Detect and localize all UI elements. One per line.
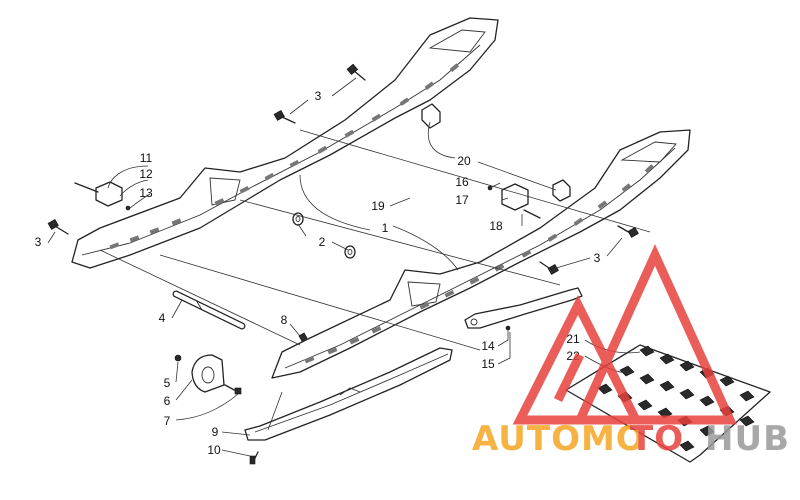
bolt-3-left-top — [273, 109, 296, 124]
screw-10 — [249, 451, 259, 465]
spacer-20-b — [552, 179, 571, 202]
callout-13: 13 — [139, 186, 153, 200]
bolt-3-right-a — [617, 225, 639, 238]
callout-16: 16 — [455, 175, 469, 189]
callout-14: 14 — [481, 339, 495, 353]
washer-2-b — [344, 245, 356, 259]
block-11 — [74, 181, 131, 211]
rail-left — [71, 17, 499, 269]
pivot-6 — [174, 354, 242, 395]
block-17 — [487, 183, 541, 219]
leader-lines — [47, 77, 641, 457]
callout-19: 19 — [371, 199, 385, 213]
assembly-lines — [99, 129, 651, 351]
callout-2: 2 — [319, 235, 326, 249]
rail-right — [271, 129, 691, 379]
callout-9: 9 — [212, 425, 219, 439]
rail-left-slots — [109, 63, 460, 250]
callout-17: 17 — [455, 193, 469, 207]
callout-5: 5 — [164, 376, 171, 390]
callout-3-left: 3 — [35, 235, 42, 249]
spacer-20-a — [421, 103, 441, 129]
watermark-triangles — [512, 244, 737, 425]
callout-21: 21 — [566, 332, 580, 346]
callout-18: 18 — [489, 219, 503, 233]
watermark: AUTOMO TO HUB — [472, 244, 790, 459]
callout-10: 10 — [207, 443, 221, 457]
callout-8: 8 — [281, 313, 288, 327]
watermark-text-a: AUTOMO — [472, 419, 646, 459]
callout-3-right: 3 — [594, 251, 601, 265]
callout-12: 12 — [139, 167, 153, 181]
callout-7: 7 — [164, 414, 171, 428]
bolt-3-top — [346, 63, 366, 81]
part-8 — [298, 332, 308, 342]
callout-1: 1 — [382, 221, 389, 235]
bolt-3-right-b — [539, 261, 559, 275]
bracket-14 — [464, 287, 583, 331]
bolt-3-left — [47, 218, 69, 235]
watermark-text-b: TO — [630, 419, 684, 459]
callout-11: 11 — [140, 151, 153, 165]
callout-3-top: 3 — [315, 89, 322, 103]
callout-20: 20 — [457, 154, 471, 168]
wear-strip-9 — [244, 347, 453, 441]
rail-right-slots — [304, 164, 654, 364]
callout-labels: 3 3 3 1 2 4 5 6 7 8 9 10 11 12 13 14 15 … — [35, 89, 601, 457]
callout-15: 15 — [481, 357, 495, 371]
shaft-19 — [378, 176, 446, 210]
watermark-text-c: HUB — [705, 419, 790, 459]
callout-4: 4 — [159, 311, 166, 325]
callout-6: 6 — [164, 394, 171, 408]
shaft-4 — [172, 290, 246, 330]
washer-2-a — [292, 212, 304, 226]
